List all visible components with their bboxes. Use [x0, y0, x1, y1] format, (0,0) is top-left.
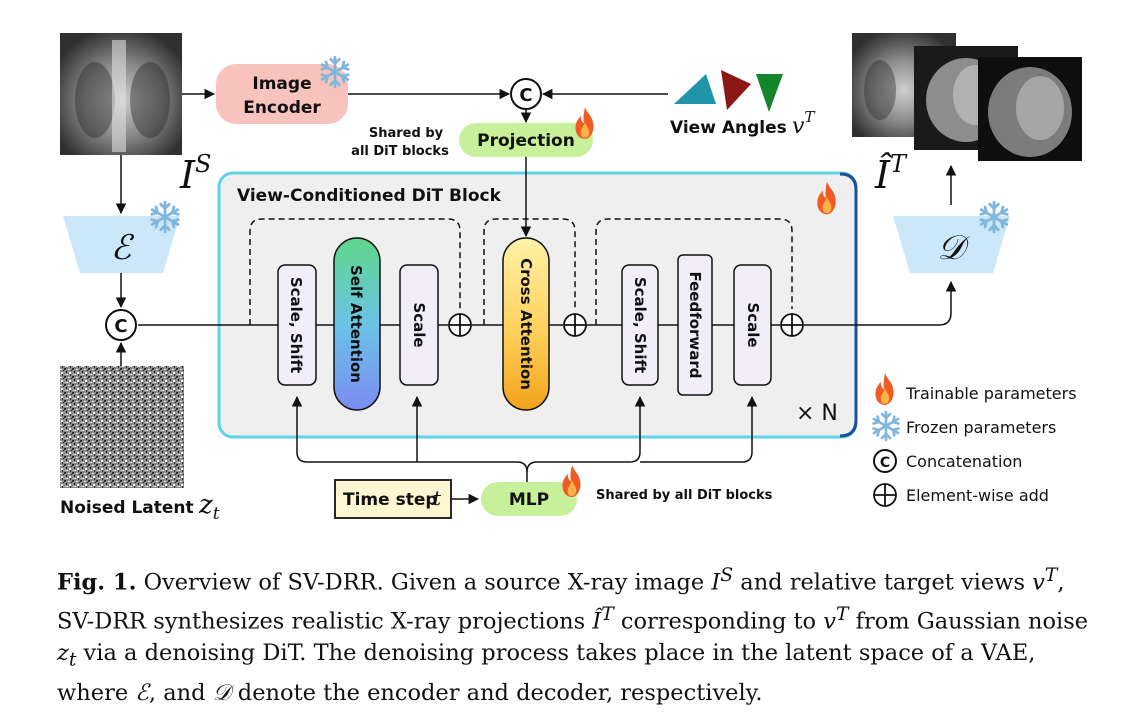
encoder-symbol: ℰ [111, 228, 135, 268]
time-step-label: Time step [343, 490, 438, 510]
times-n-label: × N [796, 401, 838, 426]
concat-icon [105, 309, 137, 341]
svg-text:all DiT blocks: all DiT blocks [351, 144, 449, 159]
legend-label-concat: Concatenation [906, 452, 1022, 471]
snowflake-icon [872, 410, 900, 442]
time-step-box [334, 479, 452, 519]
feedforward-block [677, 254, 713, 396]
projection-box [459, 123, 593, 157]
noised-latent-image [60, 366, 184, 488]
concat-icon [873, 449, 897, 473]
svg-text:Scale, Shift: Scale, Shift [287, 277, 305, 373]
image-encoder-label: Image [252, 74, 311, 94]
svg-text:C: C [114, 316, 127, 337]
fire-icon [562, 465, 581, 497]
shared-note-top: Shared by [369, 126, 444, 141]
scale-shift-block-2 [621, 264, 659, 386]
view-angles-label: View Angles [670, 118, 787, 138]
legend: Trainable parameters Frozen parameters C… [872, 373, 1077, 507]
z-t-label: zt [198, 490, 220, 524]
scale-block-1 [399, 264, 439, 386]
view-angle-triangle-green [756, 74, 783, 112]
view-angle-triangle-teal [674, 74, 716, 104]
svg-text:Scale, Shift: Scale, Shift [631, 277, 649, 373]
noised-latent-label: Noised Latent [60, 498, 194, 518]
legend-label-trainable: Trainable parameters [905, 384, 1077, 403]
image-encoder-box [216, 64, 348, 124]
add-icon [563, 313, 587, 337]
svg-text:Self Attention: Self Attention [347, 265, 365, 383]
shared-note-bottom: Shared by all DiT blocks [596, 488, 773, 503]
v-t-label: vT [792, 108, 815, 139]
add-icon [873, 483, 897, 507]
add-icon [448, 313, 472, 337]
add-icon [780, 313, 804, 337]
mlp-label: MLP [509, 490, 549, 510]
t-label: t [433, 486, 442, 510]
vae-encoder-trapezoid [63, 216, 180, 273]
svg-text:Feedforward: Feedforward [686, 271, 704, 378]
fire-icon [875, 373, 894, 405]
fire-icon [575, 107, 594, 139]
target-xray-images [852, 33, 1082, 161]
dit-block-title: View-Conditioned DiT Block [237, 186, 502, 206]
i-s-label: IS [179, 150, 211, 197]
scale-block-2 [733, 264, 772, 386]
mlp-box [481, 482, 577, 516]
svg-text:Encoder: Encoder [243, 98, 321, 118]
projection-label: Projection [477, 131, 575, 151]
source-xray-image [60, 33, 182, 155]
cross-attention-block [502, 237, 550, 411]
legend-label-frozen: Frozen parameters [906, 418, 1056, 437]
svg-text:C: C [519, 85, 532, 106]
i-hat-t-label: ÎT [874, 150, 908, 197]
scale-shift-block-1 [277, 264, 317, 386]
figure-caption: Fig. 1. Overview of SV-DRR. Given a sour… [57, 565, 1089, 706]
vae-decoder-trapezoid [893, 216, 1010, 273]
concat-icon [510, 78, 542, 110]
svg-text:Scale: Scale [744, 302, 762, 347]
view-angle-triangle-red [721, 70, 751, 110]
self-attention-block [333, 237, 381, 411]
svg-text:Scale: Scale [410, 302, 428, 347]
svg-text:C: C [880, 455, 890, 471]
svg-text:Cross Attention: Cross Attention [517, 258, 535, 390]
legend-label-add: Element-wise add [906, 486, 1049, 505]
